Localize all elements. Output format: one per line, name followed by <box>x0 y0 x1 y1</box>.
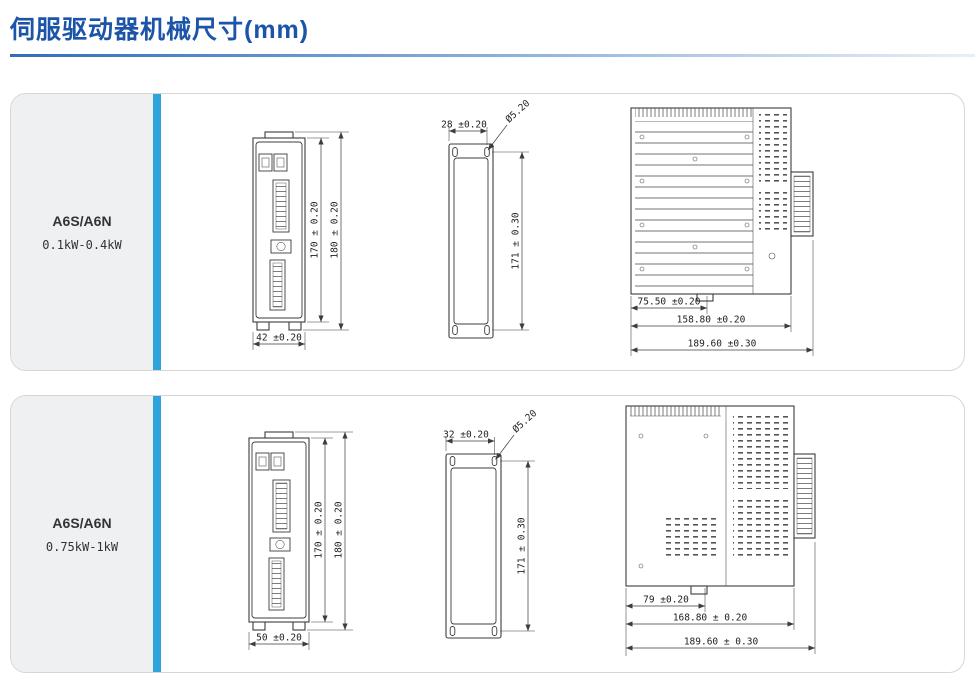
front-view <box>248 431 310 631</box>
dim-side-depth-1: 79 ±0.20 <box>643 595 689 606</box>
page-header: 伺服驱动器机械尺寸(mm) <box>0 0 975 57</box>
dim-back-top: 32 ±0.20 <box>443 430 489 441</box>
dim-back-height: 171 ± 0.30 <box>511 212 522 269</box>
dim-back-height: 171 ± 0.30 <box>517 517 528 574</box>
dim-front-height-body: 170 ± 0.20 <box>314 501 325 558</box>
back-view <box>445 453 502 639</box>
model-label: A6S/A6N <box>52 514 112 531</box>
side-view <box>630 107 814 302</box>
dim-front-height-body: 170 ± 0.20 <box>310 201 321 258</box>
side-view-dimensions: 79 ±0.20 168.80 ± 0.20 189.60 ± 0.30 <box>625 542 816 656</box>
side-view <box>625 405 816 595</box>
mechanical-drawing-large: 170 ± 0.20 180 ± 0.20 50 ±0.20 <box>248 405 816 656</box>
power-range-label: 0.1kW-0.4kW <box>42 237 122 252</box>
accent-bar <box>153 94 161 370</box>
dim-side-depth-1: 75.50 ±0.20 <box>638 297 701 308</box>
dim-side-depth-overall: 189.60 ±0.30 <box>688 339 757 350</box>
dim-back-hole-diameter: Ø5.20 <box>511 408 540 435</box>
drawing-area: 170 ± 0.20 180 ± 0.20 50 ±0.20 <box>161 396 964 672</box>
dim-side-depth-2: 168.80 ± 0.20 <box>673 613 748 624</box>
panel-label: A6S/A6N 0.75kW-1kW <box>11 396 153 672</box>
dim-front-height-overall: 180 ± 0.20 <box>330 201 341 258</box>
title-underline <box>10 54 975 57</box>
panel-label: A6S/A6N 0.1kW-0.4kW <box>11 94 153 370</box>
model-label: A6S/A6N <box>52 212 112 229</box>
panel-a6s-0p75-1kw: A6S/A6N 0.75kW-1kW <box>10 395 965 673</box>
dim-side-depth-2: 158.80 ±0.20 <box>677 315 746 326</box>
dim-back-hole-diameter: Ø5.20 <box>504 98 533 125</box>
accent-bar <box>153 396 161 672</box>
dim-front-height-overall: 180 ± 0.20 <box>334 501 345 558</box>
front-view-dimensions: 170 ± 0.20 180 ± 0.20 42 ±0.20 <box>252 131 349 350</box>
side-view-dimensions: 75.50 ±0.20 158.80 ±0.20 189.60 ±0.30 <box>630 240 814 356</box>
dim-front-width: 50 ±0.20 <box>256 633 302 644</box>
page-title: 伺服驱动器机械尺寸(mm) <box>10 16 310 44</box>
mechanical-drawing-small: 170 ± 0.20 180 ± 0.20 42 ±0.20 <box>252 98 814 356</box>
dim-side-depth-overall: 189.60 ± 0.30 <box>684 637 759 648</box>
dim-front-width: 42 ±0.20 <box>256 333 302 344</box>
power-range-label: 0.75kW-1kW <box>45 539 119 554</box>
back-view <box>448 143 494 339</box>
dim-back-top: 28 ±0.20 <box>441 120 487 131</box>
front-view-dimensions: 170 ± 0.20 180 ± 0.20 50 ±0.20 <box>248 431 353 650</box>
front-view <box>252 131 306 331</box>
panel-a6s-0p1-0p4kw: A6S/A6N 0.1kW-0.4kW <box>10 93 965 371</box>
drawing-area: 170 ± 0.20 180 ± 0.20 42 ±0.20 <box>161 94 964 370</box>
